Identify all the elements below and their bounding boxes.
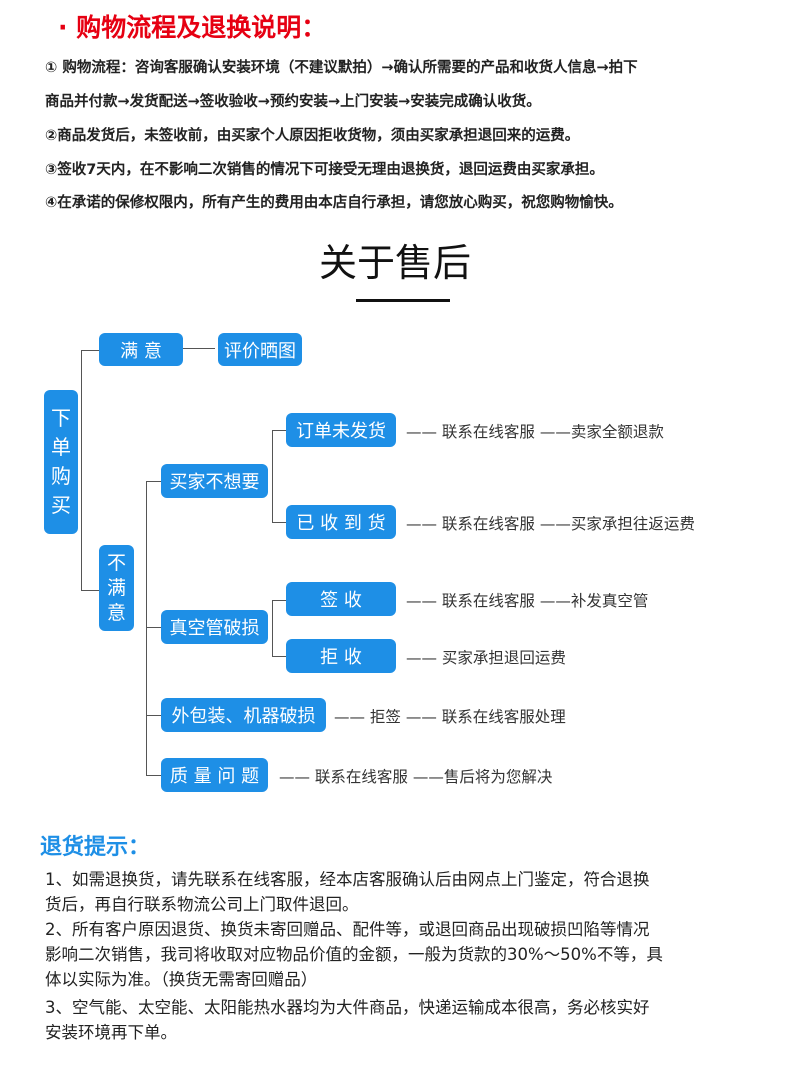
process-line-4: ③签收7天内，在不影响二次销售的情况下可接受无理由退换货，退回运费由买家承担。 bbox=[45, 162, 604, 178]
connector-received bbox=[272, 522, 286, 523]
tips-title: 退货提示： bbox=[40, 835, 151, 860]
page-title: · 购物流程及退换说明： bbox=[58, 13, 327, 42]
tip-line-1: 1、如需退换货，请先联系在线客服，经本店客服确认后由网点上门鉴定，符合退换 bbox=[45, 870, 650, 889]
quality-box: 质 量 问 题 bbox=[161, 758, 268, 792]
connector-buyer-branch bbox=[272, 430, 273, 522]
root-char: 购 bbox=[51, 464, 71, 488]
package-broken-box: 外包装、机器破损 bbox=[161, 698, 326, 732]
tip-line-5: 体以实际为准。（换货无需寄回赠品） bbox=[45, 970, 318, 989]
tip-line-4: 影响二次销售，我司将收取对应物品价值的金额，一般为货款的30%～50%不等，具 bbox=[45, 945, 663, 964]
connector-vacuum bbox=[146, 627, 161, 628]
buyer-not-want-box: 买家不想要 bbox=[161, 464, 268, 498]
received-box: 已 收 到 货 bbox=[286, 505, 396, 539]
connector-not-shipped bbox=[272, 430, 286, 431]
unsatisfied-char: 意 bbox=[106, 601, 126, 624]
tip-line-7: 安装环境再下单。 bbox=[45, 1023, 177, 1042]
connector-package bbox=[146, 715, 161, 716]
reject-box: 拒 收 bbox=[286, 639, 396, 673]
note-reject: —— 买家承担退回运费 bbox=[406, 649, 566, 667]
connector-unsatisfied-branch bbox=[146, 481, 147, 775]
connector-buyer bbox=[146, 481, 161, 482]
order-not-shipped-box: 订单未发货 bbox=[286, 413, 396, 447]
tip-line-6: 3、空气能、太空能、太阳能热水器均为大件商品，快递运输成本很高，务必核实好 bbox=[45, 998, 650, 1017]
unsatisfied-char: 满 bbox=[106, 576, 126, 599]
process-line-3: ②商品发货后，未签收前，由买家个人原因拒收货物，须由买家承担退回来的运费。 bbox=[45, 128, 580, 144]
note-quality: —— 联系在线客服 ——售后将为您解决 bbox=[279, 768, 553, 786]
note-sign: —— 联系在线客服 ——补发真空管 bbox=[406, 592, 649, 610]
note-not-shipped: —— 联系在线客服 ——卖家全额退款 bbox=[406, 423, 664, 441]
vacuum-broken-box: 真空管破损 bbox=[161, 610, 268, 644]
connector-quality bbox=[146, 775, 161, 776]
note-package: —— 拒签 —— 联系在线客服处理 bbox=[334, 708, 566, 726]
connector-reject bbox=[272, 656, 286, 657]
review-box: 评价晒图 bbox=[218, 333, 302, 366]
connector-satisfied bbox=[81, 350, 99, 351]
process-line-5: ④在承诺的保修权限内，所有产生的费用由本店自行承担，请您放心购买，祝您购物愉快。 bbox=[45, 195, 623, 211]
root-char: 下 bbox=[51, 406, 71, 430]
heading-underline bbox=[356, 299, 450, 302]
tip-line-2: 货后，再自行联系物流公司上门取件退回。 bbox=[45, 895, 359, 914]
root-char: 单 bbox=[51, 435, 71, 459]
tip-line-3: 2、所有客户原因退货、换货未寄回赠品、配件等，或退回商品出现破损凹陷等情况 bbox=[45, 920, 650, 939]
unsatisfied-box: 不 满 意 bbox=[99, 545, 134, 631]
unsatisfied-char: 不 bbox=[106, 551, 126, 574]
connector-root bbox=[81, 350, 82, 590]
connector-unsatisfied bbox=[81, 590, 99, 591]
after-sales-heading: 关于售后 bbox=[318, 241, 471, 285]
sign-box: 签 收 bbox=[286, 582, 396, 616]
process-line-1: ① 购物流程：咨询客服确认安装环境（不建议默拍）→确认所需要的产品和收货人信息→… bbox=[45, 60, 638, 76]
connector-review bbox=[183, 348, 215, 349]
connector-vacuum-branch bbox=[272, 600, 273, 656]
root-char: 买 bbox=[51, 493, 71, 517]
connector-sign bbox=[272, 600, 286, 601]
satisfied-box: 满 意 bbox=[99, 333, 183, 366]
process-line-2: 商品并付款→发货配送→签收验收→预约安装→上门安装→安装完成确认收货。 bbox=[45, 94, 541, 110]
note-received: —— 联系在线客服 ——买家承担往返运费 bbox=[406, 515, 695, 533]
root-box-order: 下 单 购 买 bbox=[44, 390, 78, 534]
